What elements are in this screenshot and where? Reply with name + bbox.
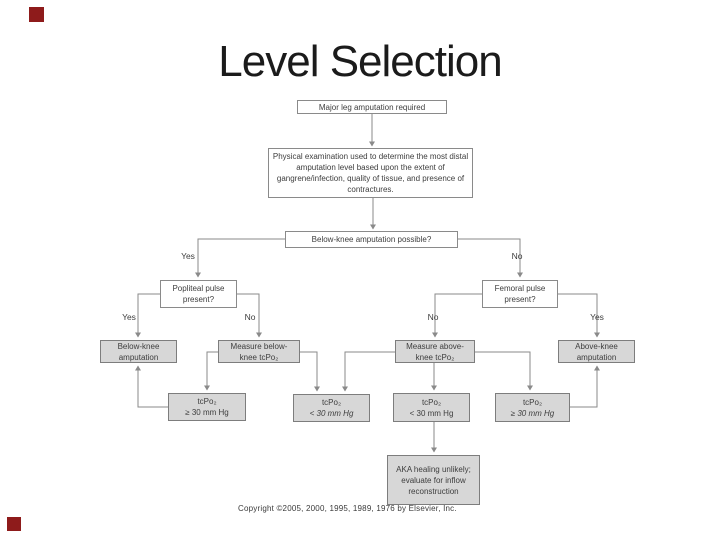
tcpo2-threshold: ≥ 30 mm Hg	[185, 408, 229, 417]
slide-title: Level Selection	[218, 37, 502, 86]
tcpo2-label: tcPo₂	[421, 397, 442, 407]
flow-node-below-knee-possible: Below-knee amputation possible?	[285, 231, 458, 248]
branch-label-no: No	[511, 251, 523, 261]
branch-label-no: No	[244, 312, 256, 322]
tcpo2-label: tcPo₂	[522, 397, 543, 407]
flow-node-tcpo2-ge30-right: tcPo₂ ≥ 30 mm Hg	[495, 393, 570, 422]
branch-label-yes: Yes	[122, 312, 136, 322]
tcpo2-threshold: < 30 mm Hg	[309, 409, 354, 418]
flow-node-below-knee-amputation: Below-knee amputation	[100, 340, 177, 363]
flow-node-tcpo2-lt30-left: tcPo₂ < 30 mm Hg	[293, 394, 370, 422]
tcpo2-threshold: ≥ 30 mm Hg	[510, 408, 555, 418]
flow-node-aka-healing-unlikely: AKA healing unlikely; evaluate for inflo…	[387, 455, 480, 505]
flow-node-tcpo2-ge30-left: tcPo₂ ≥ 30 mm Hg	[168, 393, 246, 421]
copyright-text: Copyright ©2005, 2000, 1995, 1989, 1976 …	[238, 504, 457, 513]
branch-label-yes: Yes	[590, 312, 604, 322]
flow-node-measure-above-knee: Measure above-knee tcPo₂	[395, 340, 475, 363]
tcpo2-label: tcPo₂	[197, 397, 217, 406]
accent-square-bottom-left	[7, 517, 21, 531]
flow-node-tcpo2-lt30-right: tcPo₂ < 30 mm Hg	[393, 393, 470, 422]
flow-node-femoral-pulse: Femoral pulse present?	[482, 280, 558, 308]
flow-node-measure-below-knee: Measure below-knee tcPo₂	[218, 340, 300, 363]
flow-node-popliteal-pulse: Popliteal pulse present?	[160, 280, 237, 308]
accent-square-top-left	[29, 7, 44, 22]
flow-node-physical-examination: Physical examination used to determine t…	[268, 148, 473, 198]
flow-node-major-leg-amputation: Major leg amputation required	[297, 100, 447, 114]
tcpo2-label: tcPo₂	[321, 398, 342, 407]
flow-node-above-knee-amputation: Above-knee amputation	[558, 340, 635, 363]
branch-label-no: No	[427, 312, 439, 322]
tcpo2-threshold: < 30 mm Hg	[409, 408, 454, 418]
branch-label-yes: Yes	[181, 251, 195, 261]
